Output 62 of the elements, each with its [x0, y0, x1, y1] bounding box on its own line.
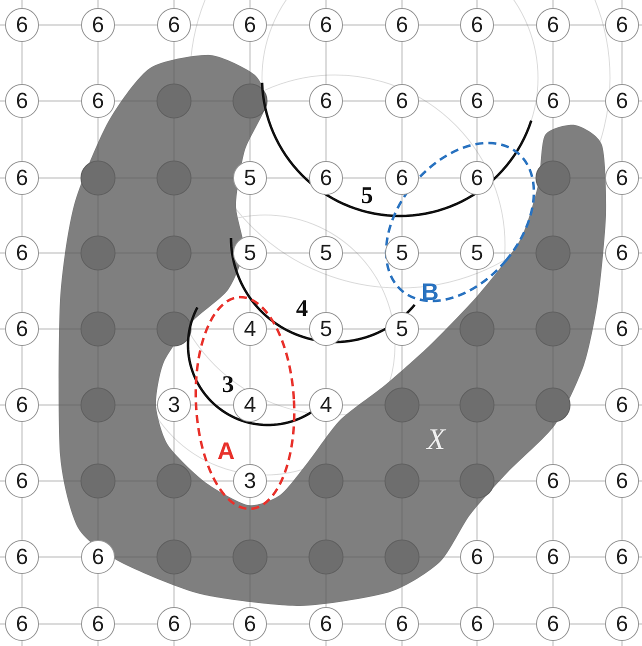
grid-value: 5	[309, 312, 343, 346]
region-label: B	[421, 281, 439, 305]
grid-value: 6	[5, 161, 39, 195]
arc-label: 5	[361, 184, 373, 208]
grid-value: 5	[460, 236, 494, 270]
grid-value: 6	[605, 388, 639, 422]
grid-value: 6	[385, 8, 419, 42]
grid-value: 4	[233, 312, 267, 346]
grid-value: 6	[5, 312, 39, 346]
grid-value: 5	[233, 236, 267, 270]
grid-value: 6	[605, 84, 639, 118]
grid-value: 6	[309, 84, 343, 118]
grid-value: 6	[385, 161, 419, 195]
grid-value: 6	[309, 8, 343, 42]
grid-value: 3	[157, 388, 191, 422]
grid-value: 4	[233, 388, 267, 422]
grid-value: 6	[5, 236, 39, 270]
grid-value: 6	[81, 607, 115, 641]
grid-value: 5	[233, 161, 267, 195]
grid-value: 6	[460, 8, 494, 42]
grid-value: 6	[5, 388, 39, 422]
grid-value: 6	[81, 8, 115, 42]
grid-value: 6	[5, 464, 39, 498]
grid-value: 6	[5, 8, 39, 42]
grid-value: 6	[605, 161, 639, 195]
grid-value: 6	[460, 540, 494, 574]
grid-value: 6	[233, 8, 267, 42]
grid-value: 6	[605, 607, 639, 641]
grid-value: 6	[5, 607, 39, 641]
region-label: X	[426, 425, 446, 455]
grid-value: 6	[605, 236, 639, 270]
grid-value: 6	[309, 607, 343, 641]
grid-value: 3	[233, 464, 267, 498]
grid-value: 6	[460, 84, 494, 118]
grid-value: 6	[605, 312, 639, 346]
arc-label: 4	[296, 297, 308, 321]
region-label: A	[217, 440, 235, 464]
grid-value: 6	[5, 540, 39, 574]
grid-value: 6	[605, 8, 639, 42]
grid-value: 6	[157, 8, 191, 42]
grid-value: 6	[157, 607, 191, 641]
grid-value: 6	[605, 464, 639, 498]
grid-value: 6	[81, 84, 115, 118]
grid-value: 5	[309, 236, 343, 270]
grid-value: 6	[536, 540, 570, 574]
grid-value: 6	[605, 540, 639, 574]
arc-label: 3	[222, 373, 234, 397]
grid-value: 6	[385, 84, 419, 118]
grid-value: 6	[81, 540, 115, 574]
grid-value: 6	[385, 607, 419, 641]
grid-value: 5	[385, 312, 419, 346]
grid-value: 6	[536, 8, 570, 42]
grid-value: 4	[309, 388, 343, 422]
grid-value: 6	[309, 161, 343, 195]
grid-value: 6	[460, 161, 494, 195]
grid-value: 6	[5, 84, 39, 118]
grid-value: 6	[460, 607, 494, 641]
grid-value: 6	[536, 464, 570, 498]
grid-value: 5	[385, 236, 419, 270]
grid-value: 6	[536, 607, 570, 641]
grid-value: 6	[233, 607, 267, 641]
grid-value: 6	[536, 84, 570, 118]
